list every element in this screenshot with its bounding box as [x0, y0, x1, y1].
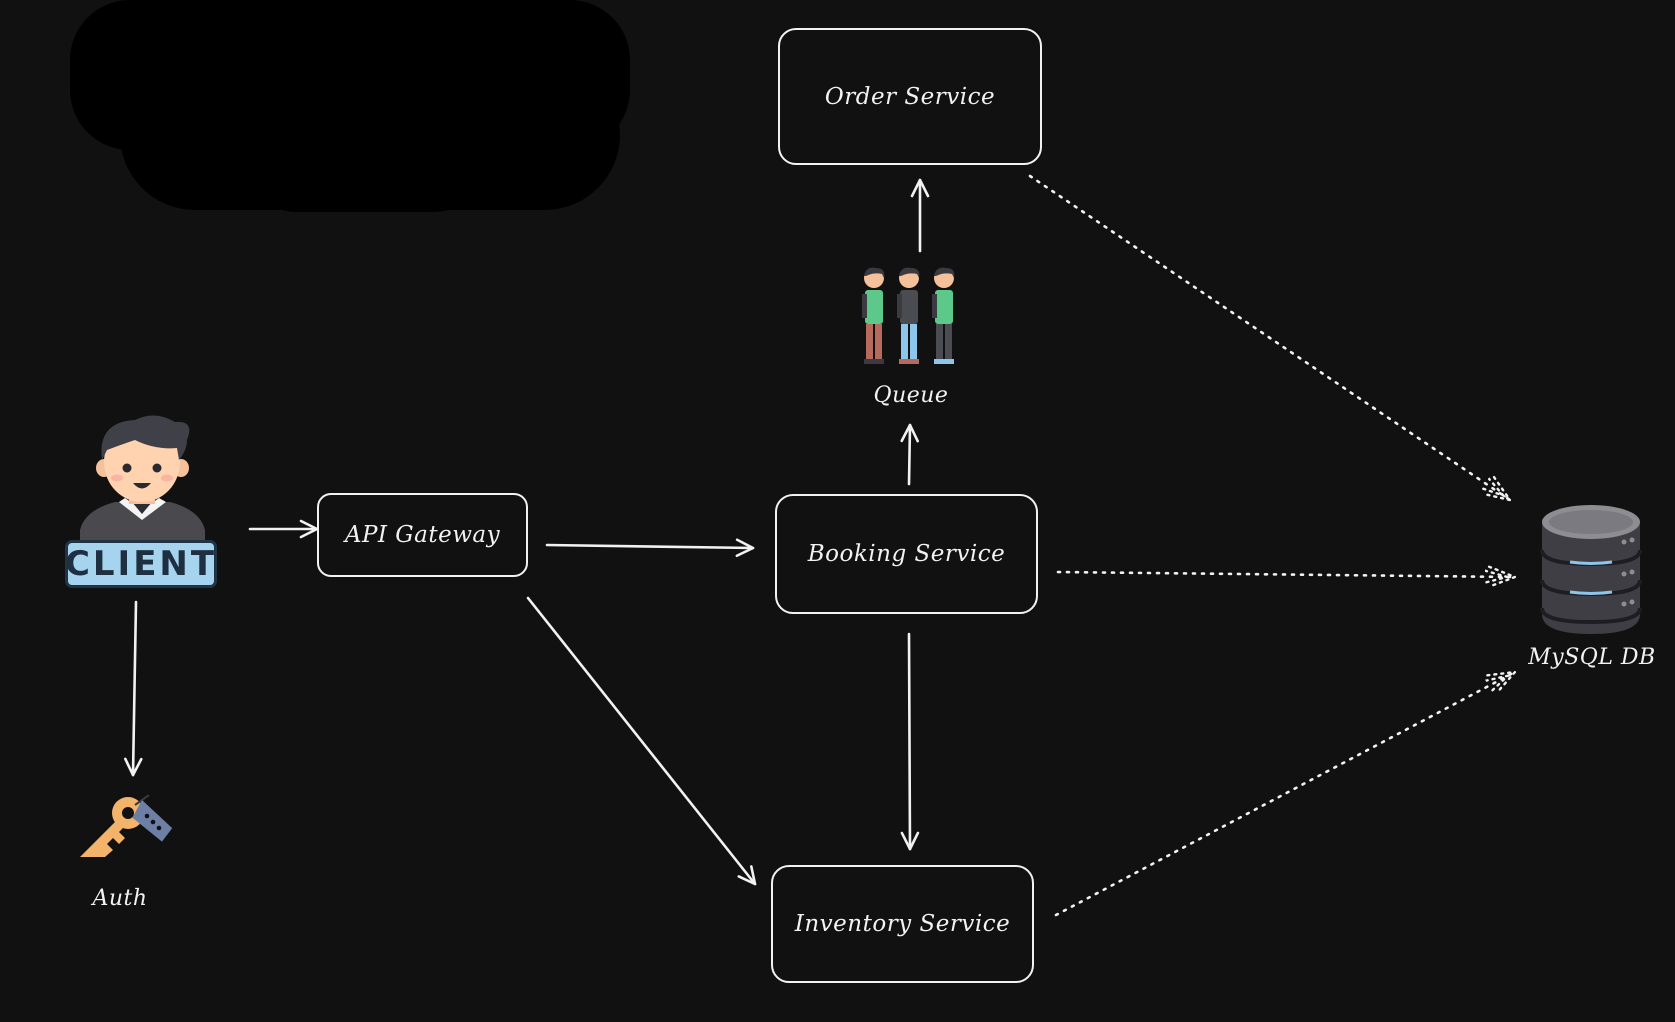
order-service-node: Order Service [778, 28, 1042, 165]
inventory-service-node: Inventory Service [771, 865, 1034, 983]
edge-api-gateway-to-booking [545, 538, 755, 558]
edge-client-to-auth [123, 600, 143, 777]
client-person-icon [80, 415, 205, 540]
database-icon [1540, 505, 1642, 634]
people-queue-icon [862, 267, 955, 364]
api-gateway-node: API Gateway [317, 493, 528, 577]
edge-booking-to-queue [900, 423, 920, 486]
edge-order-to-mysql [1028, 174, 1510, 500]
auth-label: Auth [92, 886, 148, 911]
queue-label: Queue [873, 383, 949, 408]
edge-api-gateway-to-inventory [526, 596, 757, 886]
edge-booking-to-mysql [1056, 572, 1515, 577]
booking-service-node: Booking Service [775, 494, 1038, 614]
mysql-db-label: MySQL DB [1528, 645, 1656, 670]
client-badge: CLIENT [65, 540, 217, 588]
edge-inventory-to-mysql [1054, 672, 1515, 917]
key-icon [80, 795, 173, 857]
edge-booking-to-inventory [900, 632, 920, 851]
